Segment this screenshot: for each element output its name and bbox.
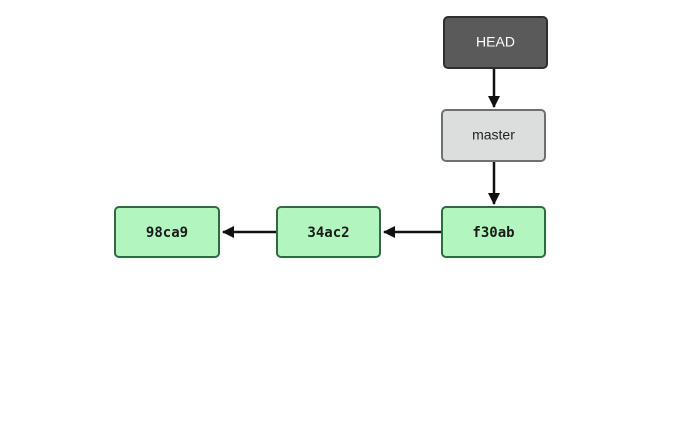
commit-id: f30ab — [472, 225, 514, 241]
commit-node-98ca9: 98ca9 — [114, 206, 220, 258]
head-label: HEAD — [476, 34, 515, 50]
commit-box — [276, 206, 381, 258]
branch-node-master: master — [441, 109, 546, 162]
commit-id: 98ca9 — [146, 225, 188, 241]
head-node: HEAD — [443, 16, 548, 69]
commit-box — [441, 206, 546, 258]
commit-node-34ac2: 34ac2 — [276, 206, 381, 258]
branch-label: master — [472, 127, 515, 143]
head-box — [443, 16, 548, 69]
commit-id: 34ac2 — [307, 225, 349, 241]
commit-box — [114, 206, 220, 258]
branch-box — [441, 109, 546, 162]
commit-node-f30ab: f30ab — [441, 206, 546, 258]
